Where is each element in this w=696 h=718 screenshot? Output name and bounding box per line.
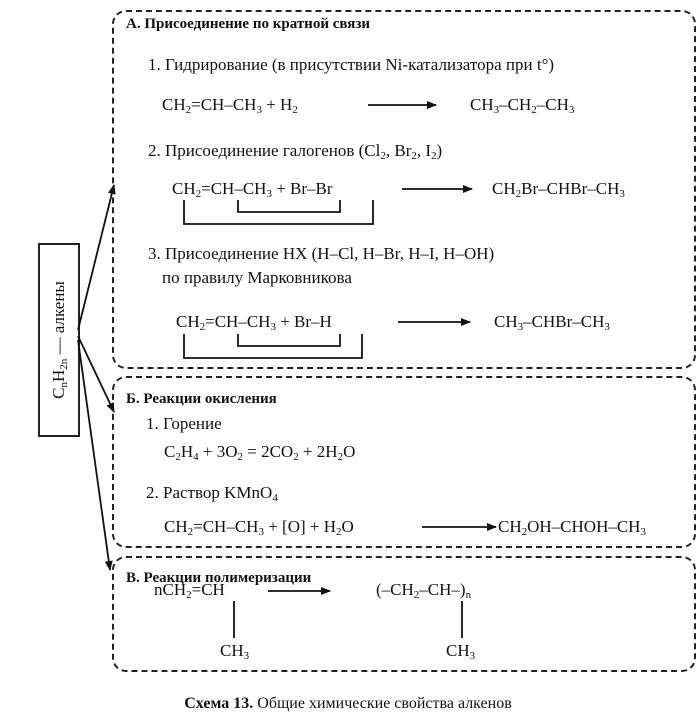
- item-b2-title: 2. Раствор KMnO4: [146, 483, 278, 504]
- polymer-product: (–CH2–CH–)n: [376, 580, 472, 601]
- eq-b2-left: CH2=CH–CH3 + [O] + H2O: [164, 517, 354, 538]
- section-c-title: В. Реакции полимеризации: [126, 570, 312, 586]
- eq-b1: C2H4 + 3O2 = 2CO2 + 2H2O: [164, 442, 356, 463]
- polymer-monomer-ch3: CH3: [220, 641, 250, 662]
- eq-b2-right: CH2OH–CHOH–CH3: [498, 517, 646, 538]
- eq-a1-right: CH3–CH2–CH3: [470, 95, 575, 116]
- item-a3-title-line1: 3. Присоединение HX (H–Cl, H–Br, H–I, H–…: [148, 244, 495, 263]
- section-b-title: Б. Реакции окисления: [126, 391, 277, 407]
- eq-a1-left: CH2=CH–CH3 + H2: [162, 95, 298, 116]
- figure-caption: Схема 13. Общие химические свойства алке…: [184, 695, 512, 712]
- item-b1-title: 1. Горение: [146, 414, 222, 433]
- item-a3-title-line2: по правилу Марковникова: [162, 268, 352, 287]
- polymer-monomer: nCH2=CH: [154, 580, 225, 601]
- item-a1-title: 1. Гидрирование (в присутствии Ni-катали…: [148, 55, 555, 74]
- alkenes-label-box: CnH2n — алкены: [38, 243, 80, 437]
- section-c-box: [112, 556, 696, 672]
- section-b-box: [112, 376, 696, 548]
- eq-a3-left: CH2=CH–CH3 + Br–H: [176, 312, 332, 333]
- item-a2-title: 2. Присоединение галогенов (Cl2, Br2, I2…: [148, 141, 443, 162]
- eq-a2-right: CH2Br–CHBr–CH3: [492, 179, 625, 200]
- section-a-title: А. Присоединение по кратной связи: [126, 16, 371, 32]
- arrow-to-a: [77, 184, 116, 331]
- arrow-to-b: [77, 335, 115, 413]
- polymer-product-ch3: CH3: [446, 641, 476, 662]
- eq-a2-left: CH2=CH–CH3 + Br–Br: [172, 179, 333, 200]
- arrow-to-c: [77, 339, 113, 571]
- eq-a3-right: CH3–CHBr–CH3: [494, 312, 610, 333]
